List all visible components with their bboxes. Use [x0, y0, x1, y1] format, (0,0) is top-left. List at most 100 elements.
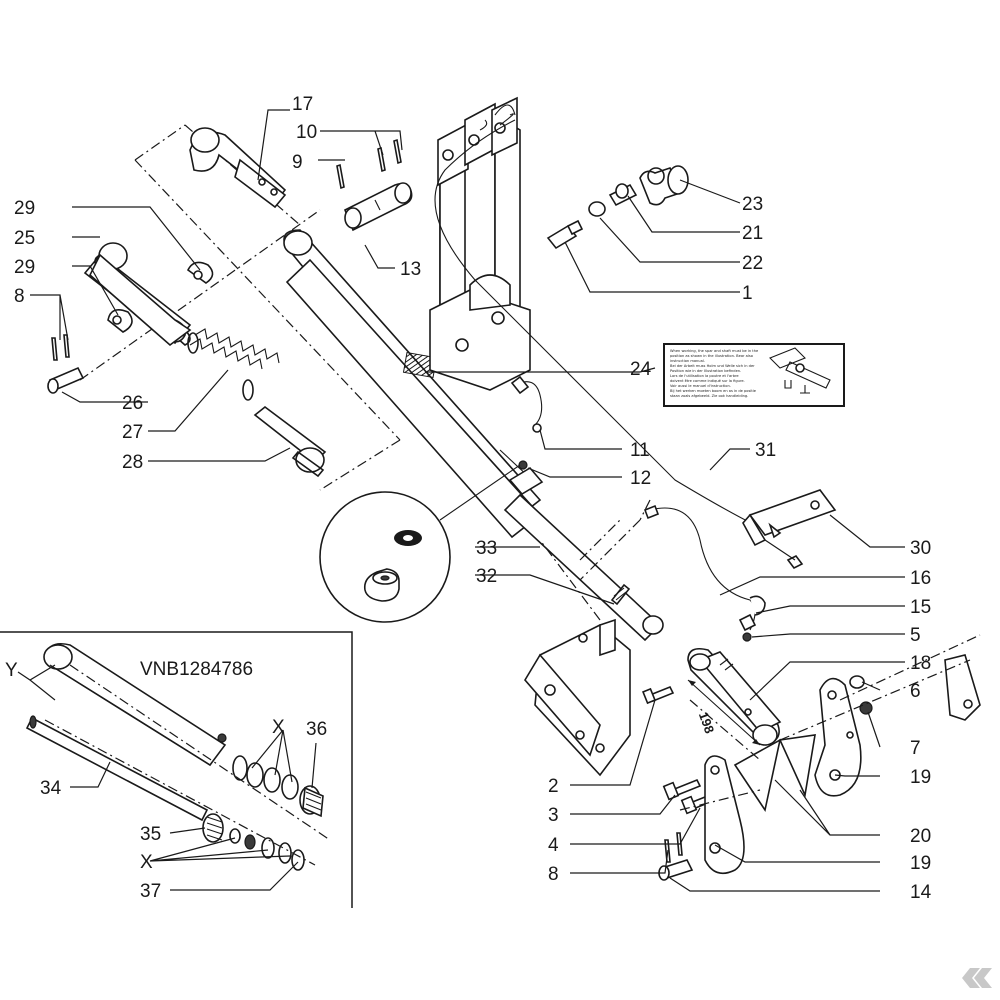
- callout-32: 32: [476, 566, 497, 587]
- callout-19a: 19: [910, 767, 931, 788]
- svg-text:staan zoals afgebeeld. Zie ook: staan zoals afgebeeld. Zie ook handleidi…: [670, 394, 748, 398]
- svg-text:position as shown in the illus: position as shown in the illustration. B…: [670, 354, 753, 358]
- part-side-plate-right: [944, 654, 981, 721]
- main-beam-cylinder: [283, 229, 664, 642]
- callout-26: 26: [122, 393, 143, 414]
- part-19-plate-a: [814, 677, 862, 797]
- callout-x-upper: X: [272, 717, 285, 738]
- part-29-bushing-b: [107, 309, 133, 333]
- callout-2: 2: [548, 776, 559, 797]
- callout-35: 35: [140, 824, 161, 845]
- callout-8b: 8: [548, 864, 559, 885]
- warning-decal-pictogram: [769, 347, 831, 394]
- svg-text:Position wie in der Illustrati: Position wie in der Illustration befinde…: [670, 369, 741, 373]
- part-21-connector: [608, 183, 638, 207]
- callout-9: 9: [292, 152, 303, 173]
- part-12-grease-nipple: [518, 460, 528, 470]
- callout-25: 25: [14, 228, 35, 249]
- hitch-tower: [429, 96, 531, 391]
- part-24-warning-decal: When working, the spar and shaft must be…: [663, 343, 845, 407]
- part-32-pin: [610, 583, 631, 606]
- part-36-gland: [299, 785, 324, 818]
- part-15-clip: [738, 613, 757, 632]
- part-31-cable: [434, 104, 756, 526]
- callout-22: 22: [742, 253, 763, 274]
- callout-24: 24: [630, 359, 652, 380]
- callout-7: 7: [910, 738, 921, 759]
- callout-30: 30: [910, 538, 931, 559]
- callout-13: 13: [400, 259, 421, 280]
- part-8-pins-a: [51, 334, 70, 361]
- callout-5: 5: [910, 625, 921, 646]
- part-11-hose: [510, 375, 543, 433]
- part-18-link: [687, 647, 782, 746]
- svg-text:When working, the spar and sha: When working, the spar and shaft must be…: [670, 349, 759, 353]
- dimension-198: 198: [687, 679, 761, 746]
- part-35-piston: [202, 813, 224, 843]
- callout-10: 10: [296, 122, 317, 143]
- leader-lines: [17, 109, 905, 892]
- callout-16: 16: [910, 568, 931, 589]
- inset-title: VNB1284786: [140, 659, 253, 680]
- part-28-rod: [253, 405, 327, 478]
- callout-27: 27: [122, 422, 143, 443]
- callout-18: 18: [910, 653, 931, 674]
- callout-21: 21: [742, 223, 763, 244]
- callout-12: 12: [630, 468, 651, 489]
- callout-3: 3: [548, 805, 559, 826]
- part-34-piston-rod: [25, 715, 209, 822]
- svg-text:Lors de l'utilisation la poutr: Lors de l'utilisation la poutre et l'arb…: [670, 374, 739, 378]
- part-25-tube: [83, 242, 192, 347]
- callout-37: 37: [140, 881, 161, 902]
- detail-magnifier: [319, 464, 521, 623]
- callout-15: 15: [910, 597, 931, 618]
- part-5-nut: [742, 632, 752, 642]
- callout-14: 14: [910, 882, 932, 903]
- callout-23: 23: [742, 194, 763, 215]
- warning-decal-text: When working, the spar and shaft must be…: [670, 349, 759, 398]
- svg-text:Bij het werken moeten boom en: Bij het werken moeten boom en as in de p…: [670, 389, 757, 393]
- part-14-pin: [658, 859, 694, 881]
- part-1-fitting: [546, 219, 584, 250]
- callout-29a: 29: [14, 198, 35, 219]
- callout-17: 17: [292, 94, 313, 115]
- callout-34: 34: [40, 778, 62, 799]
- callout-4: 4: [548, 835, 559, 856]
- part-6-nut: [849, 675, 865, 689]
- part-2-bolt: [642, 685, 675, 705]
- part-16-sensor-cable: [643, 504, 766, 631]
- part-7-nut: [859, 701, 873, 715]
- part-26-pin: [47, 366, 85, 394]
- part-x-rings-lower: [229, 828, 305, 871]
- callout-20: 20: [910, 826, 931, 847]
- part-17-hook-bracket: [189, 127, 287, 209]
- kramp-logo-icon: [962, 968, 992, 988]
- callout-29b: 29: [14, 257, 35, 278]
- callout-y: Y: [5, 660, 18, 681]
- part-19-plate-b: [704, 755, 745, 875]
- callout-11: 11: [630, 440, 650, 461]
- svg-text:Bei der Arbeit muss Holm und W: Bei der Arbeit muss Holm und Welle sich …: [670, 364, 755, 368]
- svg-text:Voir aussi le manuel d'instruc: Voir aussi le manuel d'instruction.: [670, 384, 731, 388]
- part-10-pins: [377, 138, 402, 173]
- part-27-spring: [187, 328, 280, 401]
- callout-33: 33: [476, 538, 497, 559]
- part-22-nut: [588, 201, 606, 217]
- part-20-wedges: [733, 734, 816, 813]
- callout-31: 31: [755, 440, 776, 461]
- callout-19b: 19: [910, 853, 931, 874]
- callout-1: 1: [742, 283, 753, 304]
- callout-6: 6: [910, 681, 921, 702]
- part-29-bushing-a: [186, 261, 214, 284]
- callout-numbers: 17 10 9 29 25 29 8 13 23 21 22 1 24 26 2…: [5, 94, 932, 903]
- part-34-cylinder-barrel: [43, 642, 227, 767]
- part-9-pin: [336, 163, 345, 190]
- callout-x-lower: X: [140, 852, 153, 873]
- callout-36: 36: [306, 719, 327, 740]
- assembly-guide-lines: [539, 499, 981, 811]
- inset-panel: VNB1284786: [0, 631, 353, 908]
- part-mount-plate: [524, 618, 631, 777]
- svg-text:doivent être comme indiqué sur: doivent être comme indiqué sur la figure…: [670, 379, 745, 383]
- part-13-clevis-pin: [343, 182, 413, 232]
